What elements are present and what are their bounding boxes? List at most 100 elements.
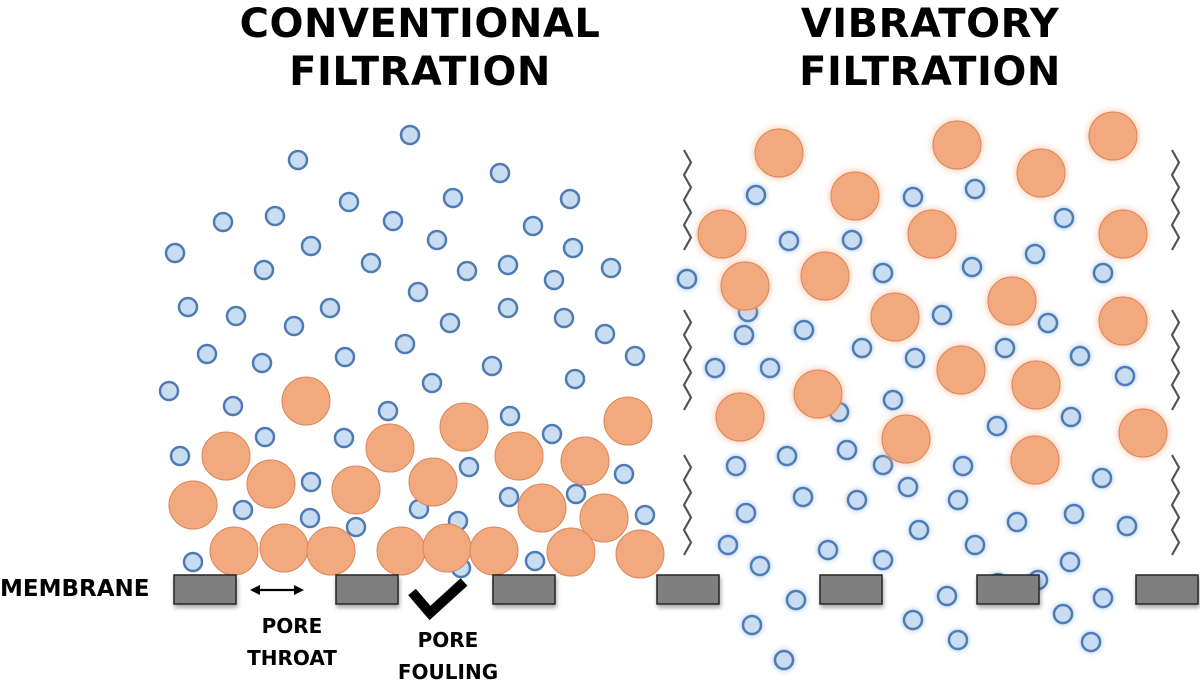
large-particle	[560, 436, 610, 486]
large-particle	[1098, 209, 1148, 259]
membrane-segment	[1135, 574, 1199, 605]
title-line: VIBRATORY	[800, 1, 1060, 47]
vibratory-filtration-title: VIBRATORY FILTRATION	[720, 0, 1140, 96]
small-particle	[733, 324, 755, 346]
small-particle	[851, 337, 873, 359]
title-line: FILTRATION	[289, 49, 551, 95]
small-particle	[1006, 511, 1028, 533]
zigzag-vibration-icon	[1170, 309, 1181, 411]
large-particle	[603, 396, 653, 446]
small-particle	[1063, 503, 1085, 525]
small-particle	[481, 355, 503, 377]
small-particle	[947, 489, 969, 511]
small-particle	[902, 186, 924, 208]
small-particle	[382, 210, 404, 232]
small-particle	[1024, 243, 1046, 265]
membrane-segment	[335, 574, 399, 605]
small-particle	[836, 439, 858, 461]
vibration-indicators	[682, 149, 1181, 556]
small-particle	[600, 257, 622, 279]
large-particle	[168, 480, 218, 530]
large-particle	[494, 431, 544, 481]
small-particle	[251, 352, 273, 374]
title-line: FILTRATION	[799, 49, 1061, 95]
large-particle	[408, 457, 458, 507]
small-particle	[773, 649, 795, 671]
small-particle	[254, 426, 276, 448]
small-particle	[1092, 587, 1114, 609]
small-particle	[1037, 312, 1059, 334]
small-particle	[553, 307, 575, 329]
large-particle	[697, 209, 747, 259]
small-particle	[872, 262, 894, 284]
zigzag-vibration-icon	[682, 149, 693, 251]
membrane-segment	[656, 574, 720, 605]
small-particle	[334, 346, 356, 368]
small-particle	[222, 395, 244, 417]
small-particle	[613, 463, 635, 485]
large-particle	[376, 526, 426, 576]
zigzag-vibration-icon	[682, 309, 693, 411]
small-particle	[704, 357, 726, 379]
small-particle	[1060, 406, 1082, 428]
zigzag-vibration-icon	[1170, 149, 1181, 251]
small-particle	[456, 260, 478, 282]
small-particle	[421, 372, 443, 394]
large-particle	[932, 120, 982, 170]
small-particle	[749, 555, 771, 577]
small-particle	[908, 519, 930, 541]
small-particle	[232, 499, 254, 521]
small-particle	[872, 454, 894, 476]
small-particle	[986, 415, 1008, 437]
small-particle	[394, 333, 416, 355]
large-particle	[1010, 435, 1060, 485]
large-particle	[793, 369, 843, 419]
small-particle	[717, 534, 739, 556]
large-particle	[546, 527, 596, 577]
small-particle	[785, 589, 807, 611]
zigzag-vibration-icon	[1170, 454, 1181, 556]
small-particle	[902, 609, 924, 631]
small-particle	[1080, 631, 1102, 653]
small-particle	[524, 550, 546, 572]
label-line: PORE	[417, 628, 479, 652]
small-particle	[735, 502, 757, 524]
zigzag-vibration-icon	[682, 454, 693, 556]
small-particle	[594, 323, 616, 345]
membrane-label: MEMBRANE	[0, 576, 150, 602]
small-particle	[565, 483, 587, 505]
small-particle	[196, 343, 218, 365]
small-particle	[439, 312, 461, 334]
small-particle	[1116, 515, 1138, 537]
label-line: FOULING	[397, 660, 499, 684]
large-particle	[439, 402, 489, 452]
membrane-segment	[819, 574, 883, 605]
small-particle	[319, 297, 341, 319]
small-particle	[499, 405, 521, 427]
large-particle	[881, 414, 931, 464]
small-particle	[904, 347, 926, 369]
small-particle	[169, 445, 191, 467]
small-particle	[164, 242, 186, 264]
large-particle	[936, 345, 986, 395]
small-particle	[872, 549, 894, 571]
large-particle	[1016, 148, 1066, 198]
large-particle	[422, 523, 472, 573]
small-particle	[426, 229, 448, 251]
large-particle	[720, 261, 770, 311]
small-particle	[489, 162, 511, 184]
small-particle	[360, 252, 382, 274]
small-particle	[377, 400, 399, 422]
large-particle	[830, 171, 880, 221]
small-particle	[564, 368, 586, 390]
small-particle	[212, 211, 234, 233]
large-particle	[615, 529, 665, 579]
small-particle	[283, 315, 305, 337]
small-particle	[817, 539, 839, 561]
small-particle	[964, 178, 986, 200]
small-particle	[562, 237, 584, 259]
membrane-segment	[976, 574, 1040, 605]
large-particle	[306, 526, 356, 576]
